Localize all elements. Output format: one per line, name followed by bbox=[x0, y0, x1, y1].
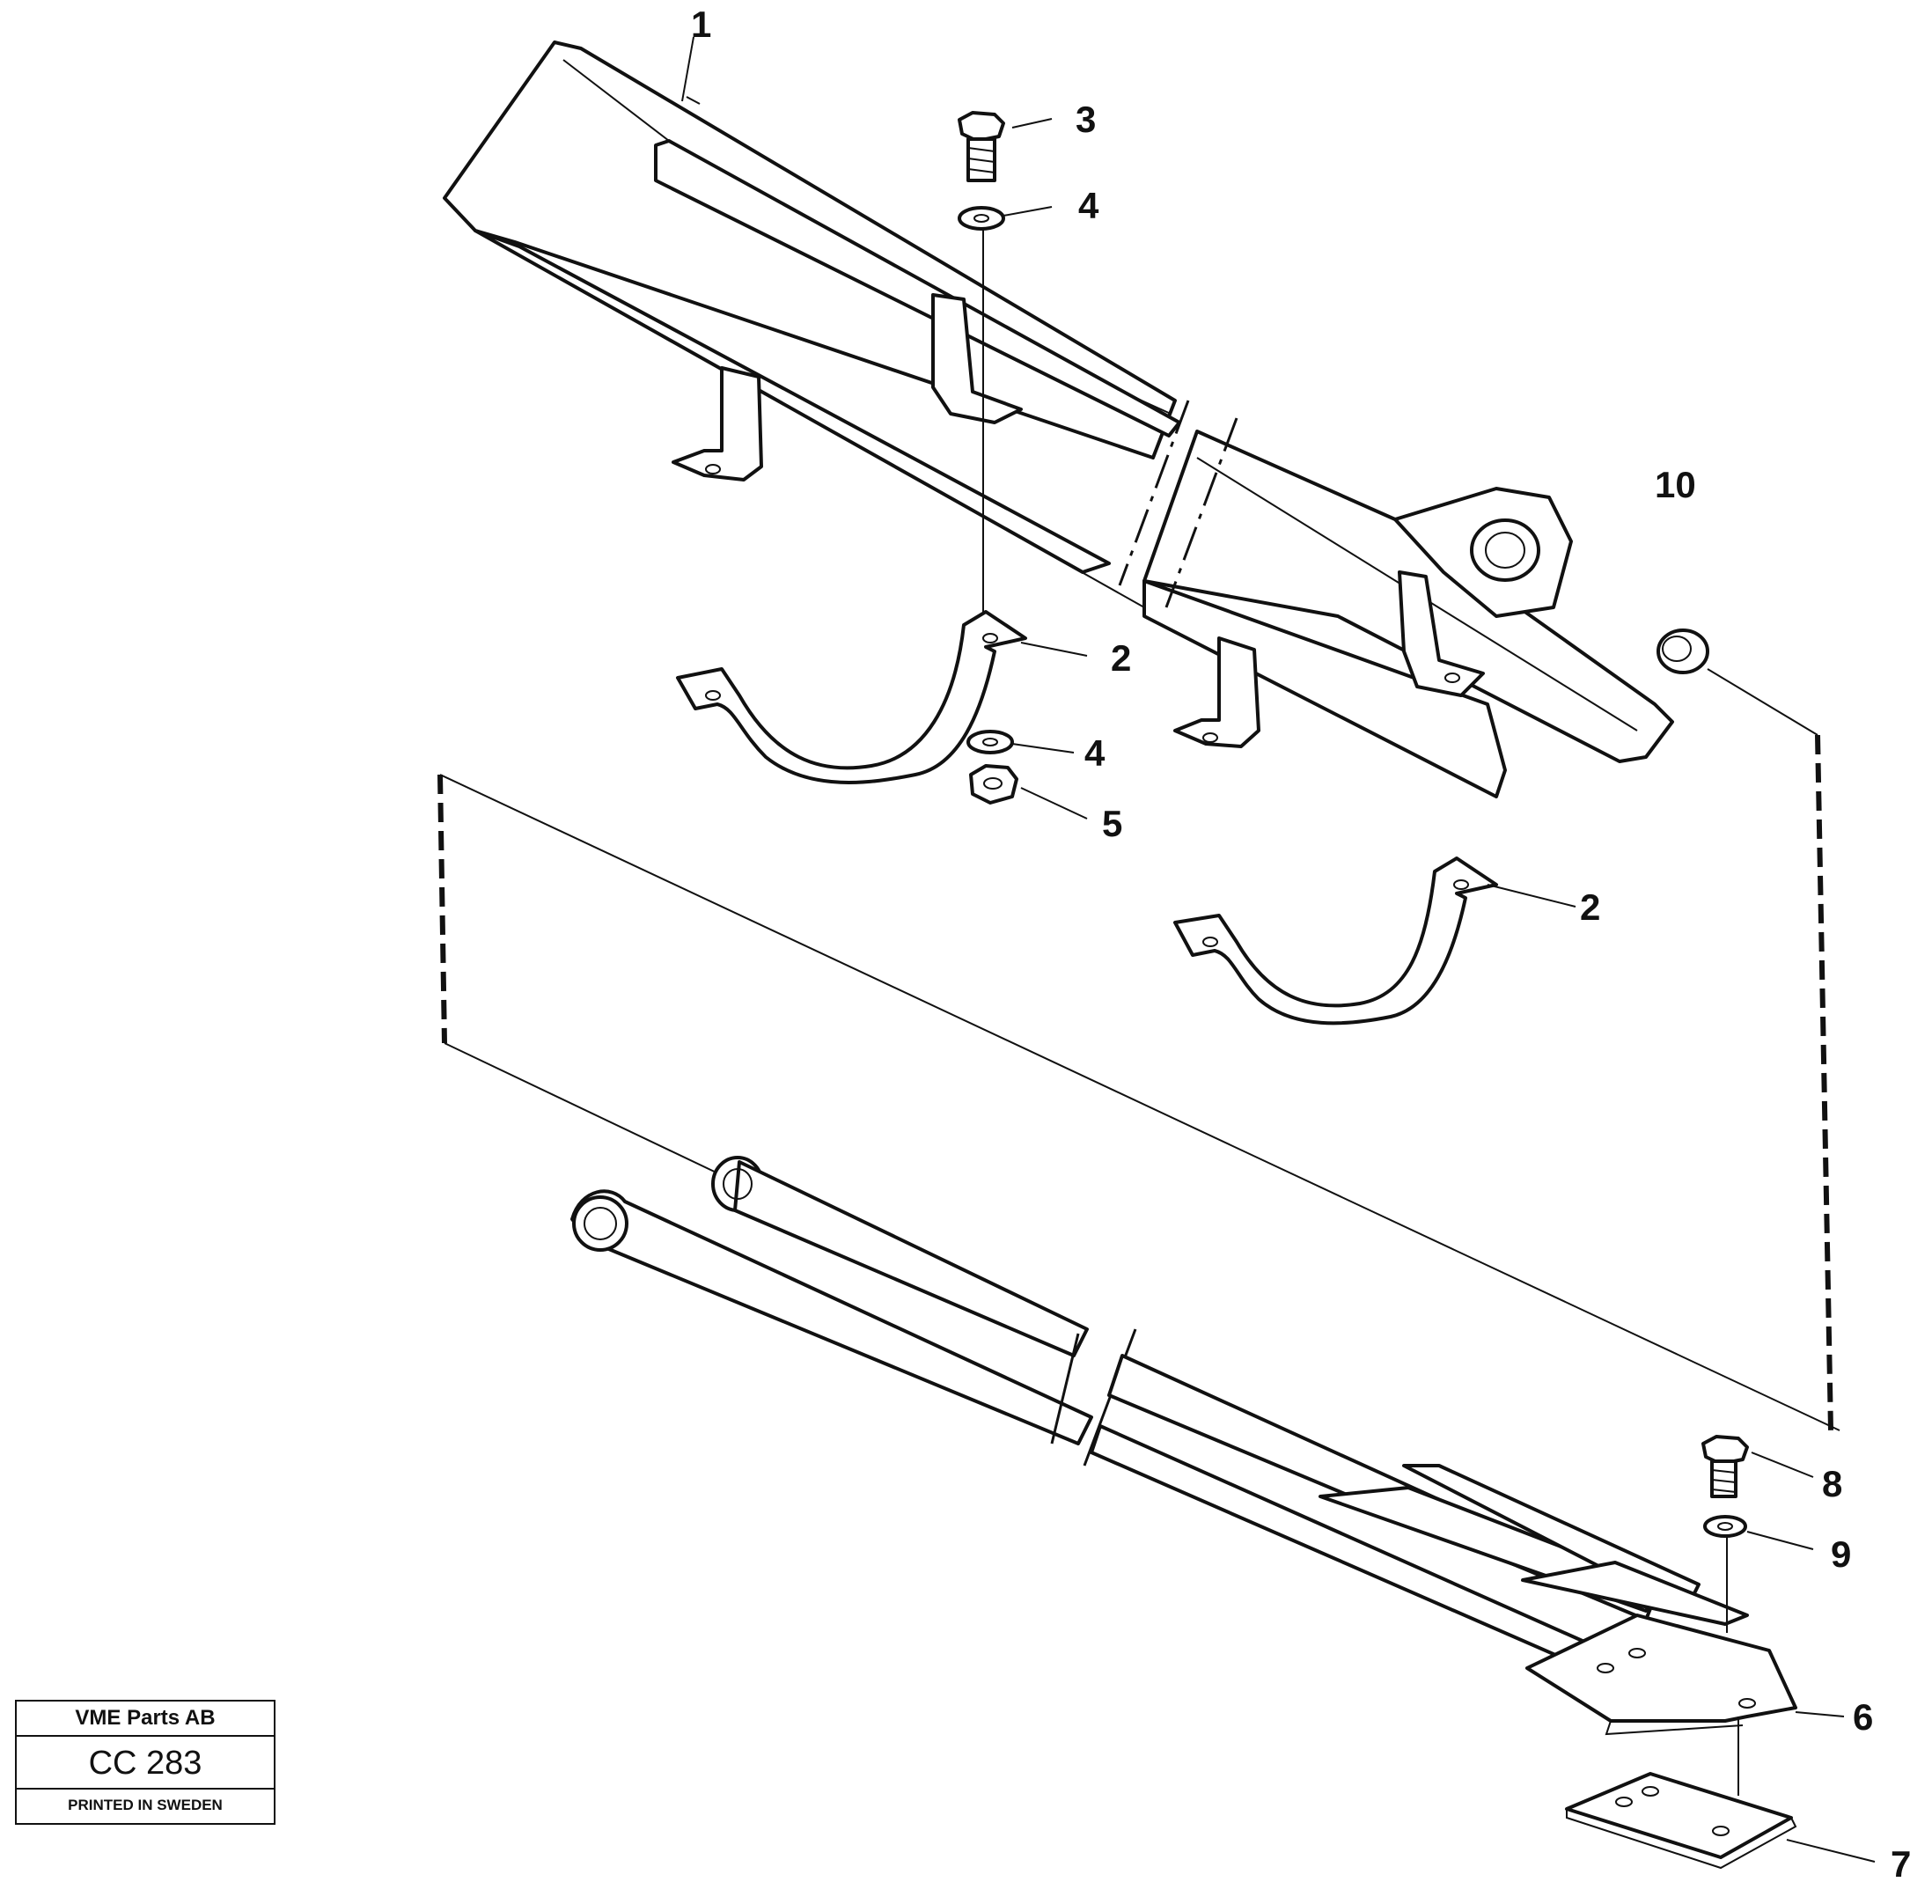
drawing-code: CC 283 bbox=[17, 1737, 274, 1790]
callout-4-lower: 4 bbox=[1084, 732, 1106, 774]
callout-8: 8 bbox=[1822, 1463, 1842, 1504]
assembly-dash-left bbox=[437, 774, 447, 1044]
callout-7: 7 bbox=[1891, 1843, 1911, 1885]
callout-3: 3 bbox=[1076, 99, 1096, 140]
part-7-plate bbox=[1565, 1772, 1797, 1870]
callout-2-lower: 2 bbox=[1580, 886, 1600, 928]
callout-6: 6 bbox=[1853, 1696, 1873, 1738]
washer-4-upper bbox=[958, 206, 1005, 231]
callout-9: 9 bbox=[1831, 1533, 1851, 1575]
part-2-clamp-lower bbox=[1173, 856, 1498, 1026]
bolt-8 bbox=[1701, 1435, 1749, 1498]
title-block: VME Parts AB CC 283 PRINTED IN SWEDEN bbox=[15, 1700, 275, 1825]
callout-4-upper: 4 bbox=[1078, 185, 1099, 226]
callout-5: 5 bbox=[1102, 803, 1122, 844]
printed-note: PRINTED IN SWEDEN bbox=[68, 1797, 223, 1813]
washer-4-lower bbox=[966, 730, 1014, 754]
bolt-3 bbox=[958, 111, 1005, 182]
part-6-plate bbox=[1525, 1614, 1797, 1736]
callout-2-upper: 2 bbox=[1111, 637, 1131, 679]
callout-10: 10 bbox=[1655, 464, 1696, 505]
callout-1: 1 bbox=[691, 4, 711, 45]
part-1-beam bbox=[443, 40, 1674, 798]
part-10-plug bbox=[1657, 629, 1818, 736]
washer-9 bbox=[1703, 1515, 1747, 1538]
company-name: VME Parts AB bbox=[17, 1702, 274, 1737]
nut-5 bbox=[969, 764, 1018, 805]
assembly-dash-right bbox=[1815, 734, 1833, 1431]
part-2-clamp-upper bbox=[676, 610, 1027, 784]
tube-assembly bbox=[570, 1156, 1749, 1665]
